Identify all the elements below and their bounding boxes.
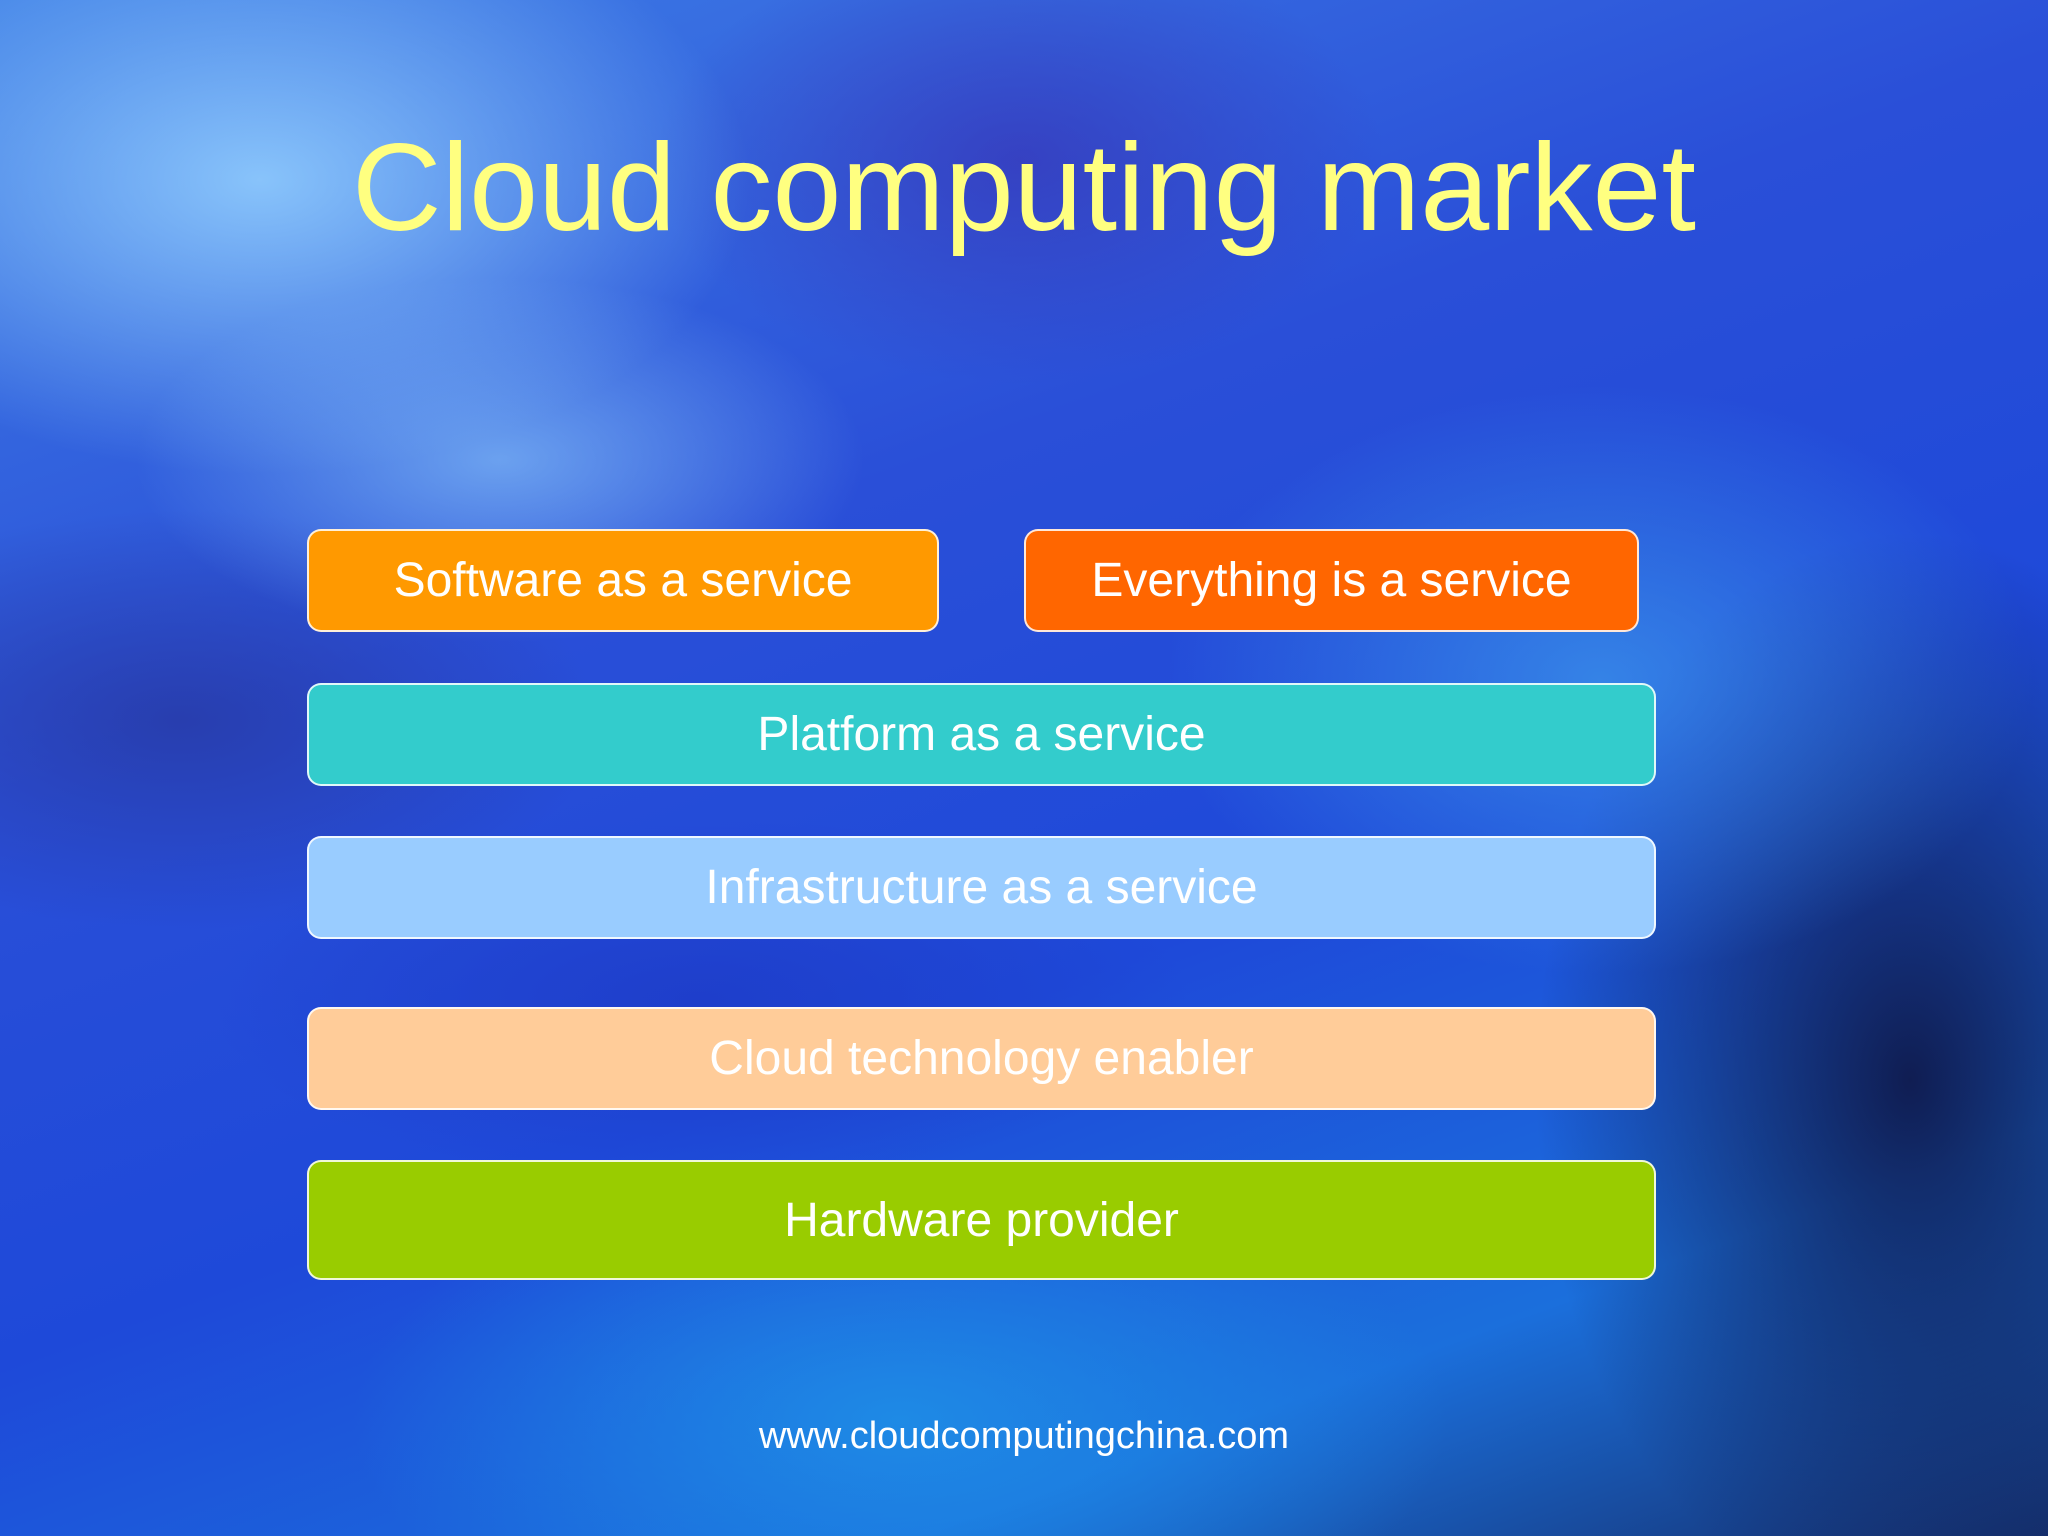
layer-platform-as-a-service: Platform as a service: [307, 683, 1656, 786]
layer-hardware-provider: Hardware provider: [307, 1160, 1656, 1280]
layer-software-as-a-service: Software as a service: [307, 529, 939, 632]
layer-label: Cloud technology enabler: [709, 1032, 1254, 1085]
layer-infrastructure-as-a-service: Infrastructure as a service: [307, 836, 1656, 939]
layer-everything-is-a-service: Everything is a service: [1024, 529, 1639, 632]
layer-label: Platform as a service: [757, 708, 1206, 761]
footer-url: www.cloudcomputingchina.com: [758, 1415, 1290, 1457]
slide-title: Cloud computing market: [352, 119, 1696, 257]
layer-label: Infrastructure as a service: [705, 861, 1258, 914]
layer-cloud-technology-enabler: Cloud technology enabler: [307, 1007, 1656, 1110]
layer-label: Hardware provider: [784, 1193, 1179, 1247]
layer-label: Software as a service: [393, 554, 853, 607]
layer-label: Everything is a service: [1091, 554, 1572, 607]
